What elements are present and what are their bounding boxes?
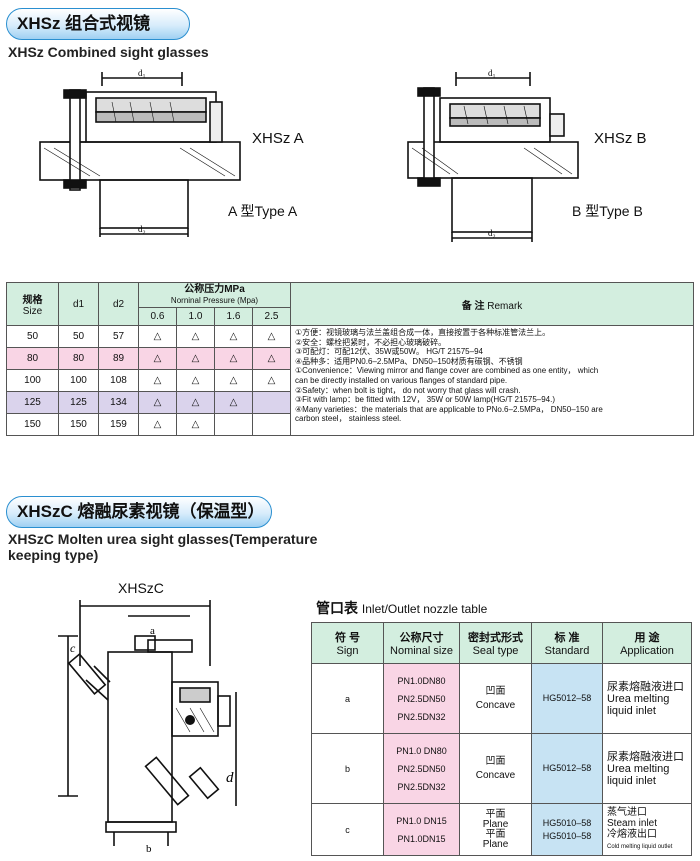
fig-b-d2-label: d₂: [488, 228, 496, 238]
header-p1: 0.6: [138, 307, 177, 326]
remark-line: ②Safety：when bolt is tight， do not worry…: [295, 385, 521, 395]
header-d2: d2: [98, 282, 139, 326]
fig-b-tag: XHSz B: [594, 130, 647, 147]
nozzle-c-mark: c: [70, 641, 76, 655]
nozzle-b-mark: b: [146, 843, 152, 855]
fig-a-d2-label: d₂: [138, 224, 146, 234]
fig-a-d1-label: d₁: [138, 68, 146, 78]
header-p3: 1.6: [214, 307, 253, 326]
section1-subtitle: XHSz Combined sight glasses: [8, 44, 209, 60]
section2-title: XHSzC 熔融尿素视镜（保温型）: [6, 496, 272, 528]
fig-a-tag: XHSz A: [252, 130, 304, 147]
fig-a-caption: A 型Type A: [228, 203, 298, 219]
remark-line: ③可配灯：可配12伏、35W或50W。 HG/T 21575–94: [295, 347, 483, 357]
nozzle-a-mark: a: [150, 625, 155, 637]
nozzle-table-title: 管口表 Inlet/Outlet nozzle table: [316, 600, 488, 616]
sight-glass-drawing-a: d₁ d₂: [39, 68, 241, 237]
remark-line: ①方便：视镜玻璃与法兰盖组合成一体，直接按置于各种标准管法兰上。: [295, 328, 551, 337]
remark-line: ④品种多：适用PN0.6–2.5MPa、DN50–150材质有碳钢、不锈钢: [295, 356, 523, 366]
section1-title: XHSz 组合式视镜: [6, 8, 190, 40]
header-remark: 备 注 Remark: [290, 282, 694, 326]
fig-b-caption: B 型Type B: [572, 203, 643, 219]
fig-c-tag: XHSzC: [118, 580, 164, 596]
sight-glass-drawing-b: d₁ d₂: [407, 68, 579, 242]
header-p2: 1.0: [176, 307, 215, 326]
remark-line: can be directly installed on various fla…: [295, 375, 508, 385]
urea-sight-glass-drawing: a b c d: [58, 600, 237, 855]
remark-line: ③Fit with lamp：be fitted with 12V， 35W o…: [295, 395, 556, 405]
remark-line: carbon steel， stainless steel.: [295, 414, 402, 424]
dimension-d-mark: d: [226, 770, 234, 786]
header-p4: 2.5: [252, 307, 291, 326]
remark-line: ②安全：螺栓把紧时，不必担心玻璃破碎。: [295, 337, 447, 347]
remark-line: ①Convenience：Viewing mirror and flange c…: [295, 366, 599, 376]
remark-cell: ①方便：视镜玻璃与法兰盖组合成一体，直接按置于各种标准管法兰上。 ②安全：螺栓把…: [290, 325, 694, 436]
fig-b-d1-label: d₁: [488, 68, 496, 78]
section2-subtitle-line2: keeping type): [8, 547, 99, 563]
remark-line: ④Many varieties：the materials that are a…: [295, 404, 603, 414]
header-d1: d1: [58, 282, 99, 326]
section2-subtitle-line1: XHSzC Molten urea sight glasses(Temperat…: [8, 531, 318, 547]
